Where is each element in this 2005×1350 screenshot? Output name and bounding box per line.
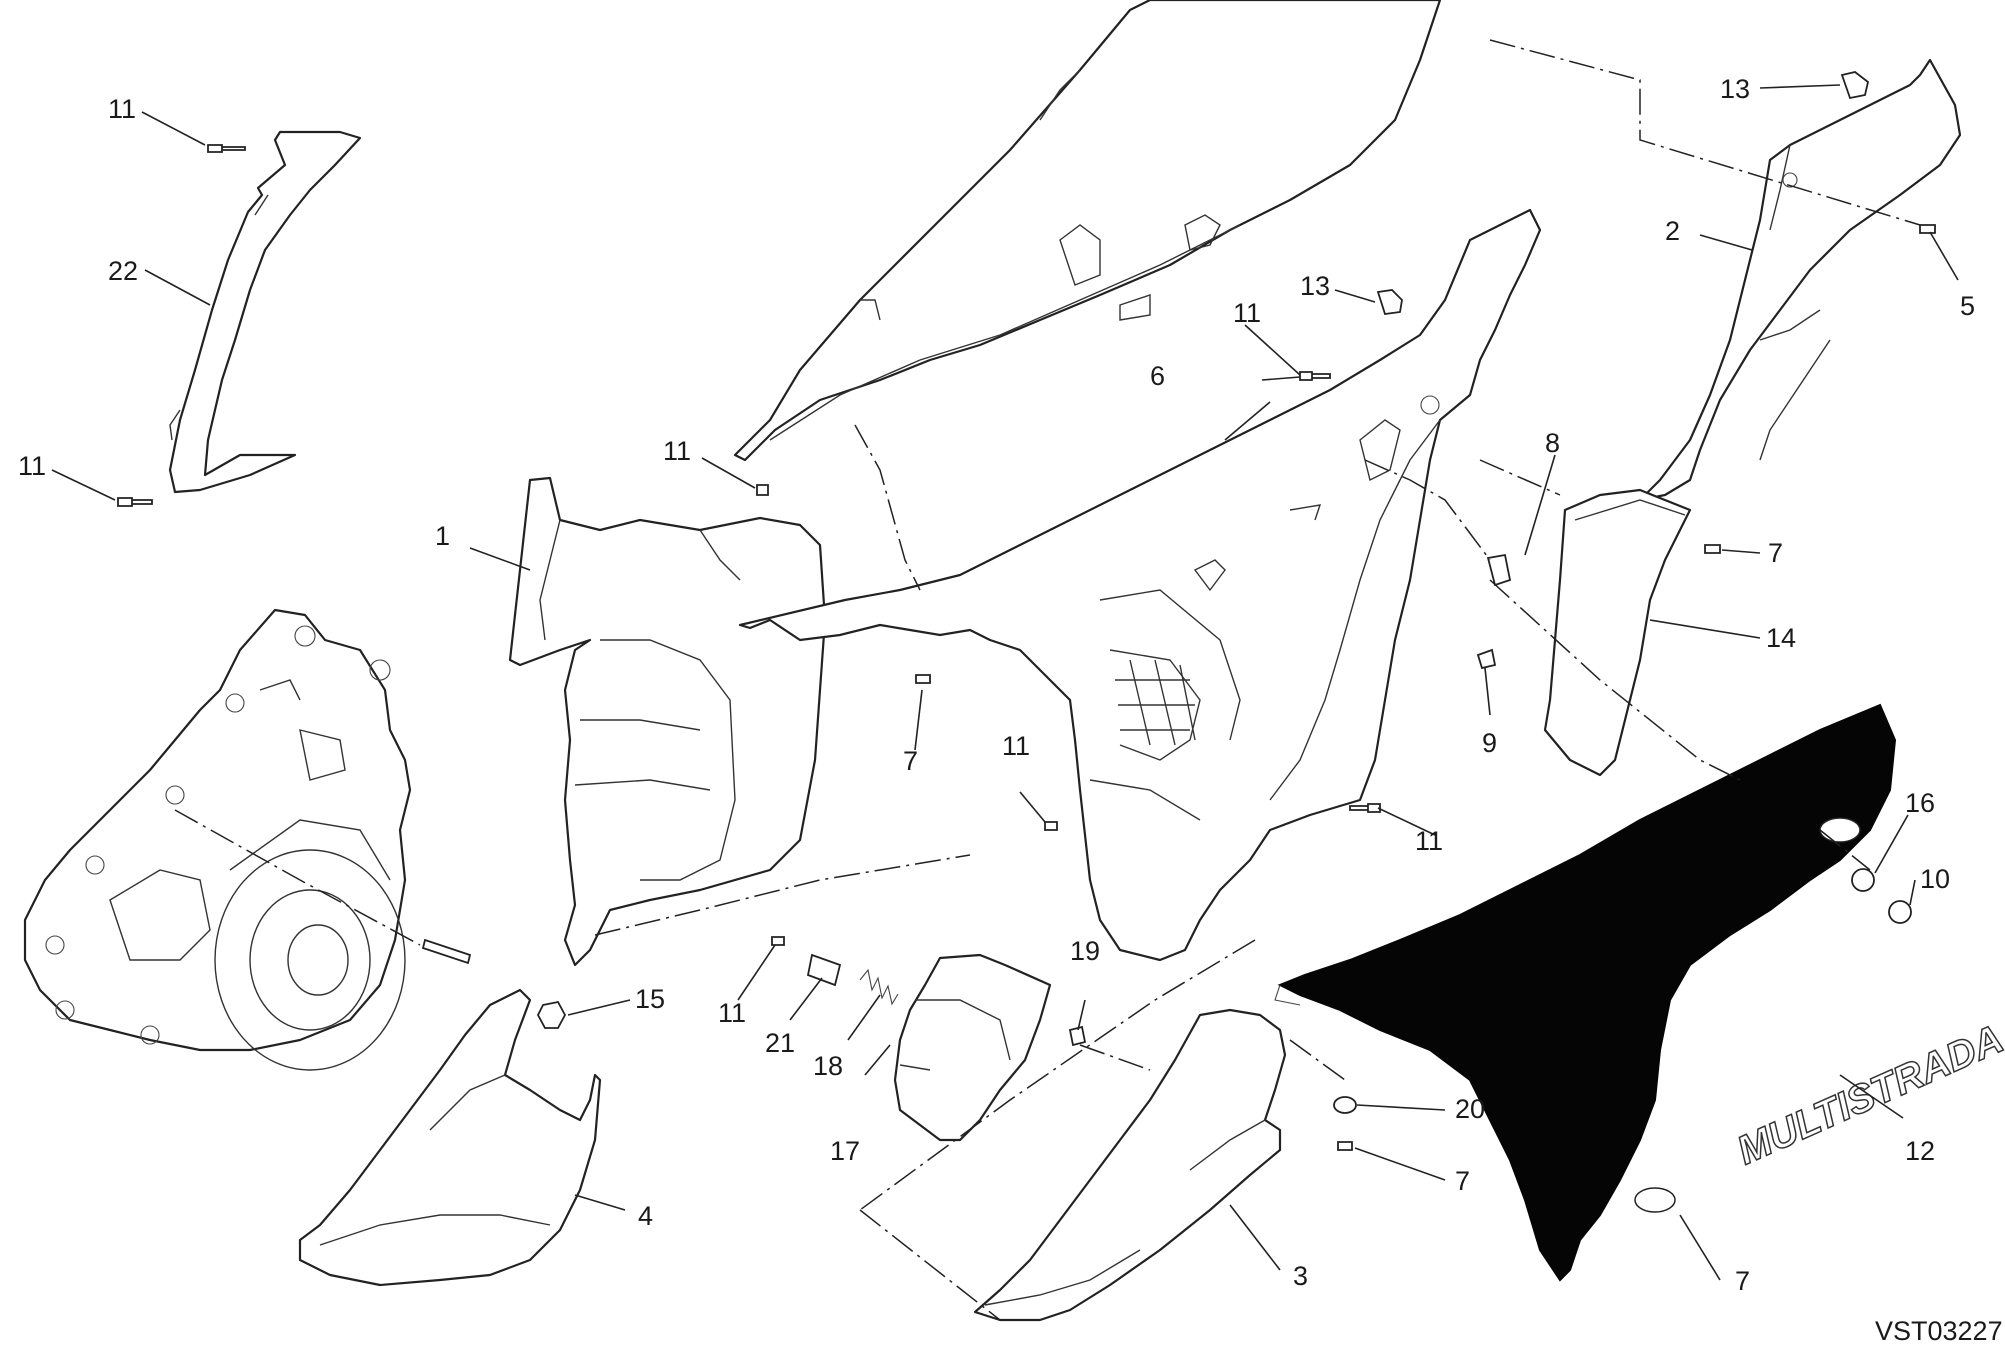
diagram-code: VST03227 xyxy=(1875,1316,2003,1346)
callout-11: 11 xyxy=(1002,731,1030,761)
part-10-screw xyxy=(1888,900,1912,924)
callout-11: 11 xyxy=(1233,298,1261,328)
callout-9: 9 xyxy=(1482,728,1497,758)
callout-7: 7 xyxy=(903,746,918,776)
part-11-bolt-g xyxy=(771,936,785,946)
callout-13: 13 xyxy=(1720,74,1750,104)
callout-7: 5 xyxy=(1960,291,1975,321)
part-3-lower-cover xyxy=(973,1008,1287,1322)
callout-11: 11 xyxy=(108,94,136,124)
part-6-black-side-panel xyxy=(1274,703,1897,1282)
part-12-decal: MULTISTRADA V4 RALLY xyxy=(1730,933,2005,1174)
callout-11: 11 xyxy=(663,436,691,466)
part-8-clip xyxy=(1486,553,1512,587)
callout-16: 16 xyxy=(1905,788,1935,818)
part-21-washer xyxy=(1333,1096,1357,1114)
callout-21: 20 xyxy=(1455,1094,1485,1124)
part-11-bolt-f xyxy=(1349,803,1381,813)
callout-11: 11 xyxy=(1415,826,1443,856)
callout-14: 14 xyxy=(1766,623,1796,653)
part-7-screw-a xyxy=(1919,224,1936,234)
part-11-bolt-a xyxy=(207,144,246,153)
part-11-bolt-d xyxy=(1299,371,1331,381)
callout-5: 6 xyxy=(1150,361,1165,391)
upper-fairing-outline xyxy=(733,0,1442,462)
leader-lines xyxy=(51,84,1959,1281)
callout-20: 19 xyxy=(1070,936,1100,966)
callout-15: 15 xyxy=(635,984,665,1014)
part-11-bolt-b xyxy=(117,497,153,507)
callout-1: 1 xyxy=(435,521,450,551)
callout-13: 13 xyxy=(1300,271,1330,301)
part-15-nut xyxy=(536,1000,567,1029)
callout-12: 12 xyxy=(1905,1136,1935,1166)
callout-18: 18 xyxy=(813,1051,843,1081)
callout-17: 17 xyxy=(830,1136,860,1166)
part-13-clip-mid xyxy=(1376,289,1403,315)
part-18-spring xyxy=(859,968,899,1006)
callout-7: 7 xyxy=(1768,538,1783,568)
part-19-sleeve xyxy=(806,953,842,987)
callout-7: 7 xyxy=(1455,1166,1470,1196)
part-9-clip xyxy=(1476,648,1497,670)
assembly-lines xyxy=(174,39,1921,1321)
engine-cover xyxy=(23,608,412,1071)
callout-3: 3 xyxy=(1293,1261,1308,1291)
decal-logo: MULTISTRADA V4 RALLY xyxy=(1731,934,2005,1173)
callout-8: 8 xyxy=(1545,428,1560,458)
callout-22: 22 xyxy=(108,256,138,286)
part-16-washer xyxy=(1851,868,1875,892)
part-7-screw-c xyxy=(915,674,931,684)
callout-11: 11 xyxy=(718,998,746,1028)
part-11-bolt-c xyxy=(756,484,769,496)
part-22-side-trim xyxy=(168,130,362,494)
callouts: 11 22 11 1 11 7 11 6 13 11 13 2 5 8 7 14… xyxy=(18,74,1975,1296)
callout-4: 4 xyxy=(638,1201,653,1231)
part-2-side-fairing xyxy=(1638,58,1962,502)
part-7-screw-b xyxy=(1704,544,1721,554)
part-1-inner-panel xyxy=(508,476,827,967)
part-17-bracket xyxy=(893,953,1052,1142)
callout-2: 2 xyxy=(1665,216,1680,246)
callout-19: 21 xyxy=(765,1028,795,1058)
part-14-side-pad xyxy=(1543,488,1692,777)
part-5-center-panel xyxy=(738,208,1542,962)
part-11-bolt-e xyxy=(1044,821,1058,831)
part-7-screw-d xyxy=(1337,1141,1353,1151)
callout-10: 10 xyxy=(1920,864,1950,894)
callout-11: 11 xyxy=(18,451,46,481)
part-13-clip-top xyxy=(1840,71,1870,100)
part-4-lower-cover xyxy=(298,988,602,1287)
stud-bolt xyxy=(421,938,472,965)
callout-6: 7 xyxy=(1735,1266,1750,1296)
